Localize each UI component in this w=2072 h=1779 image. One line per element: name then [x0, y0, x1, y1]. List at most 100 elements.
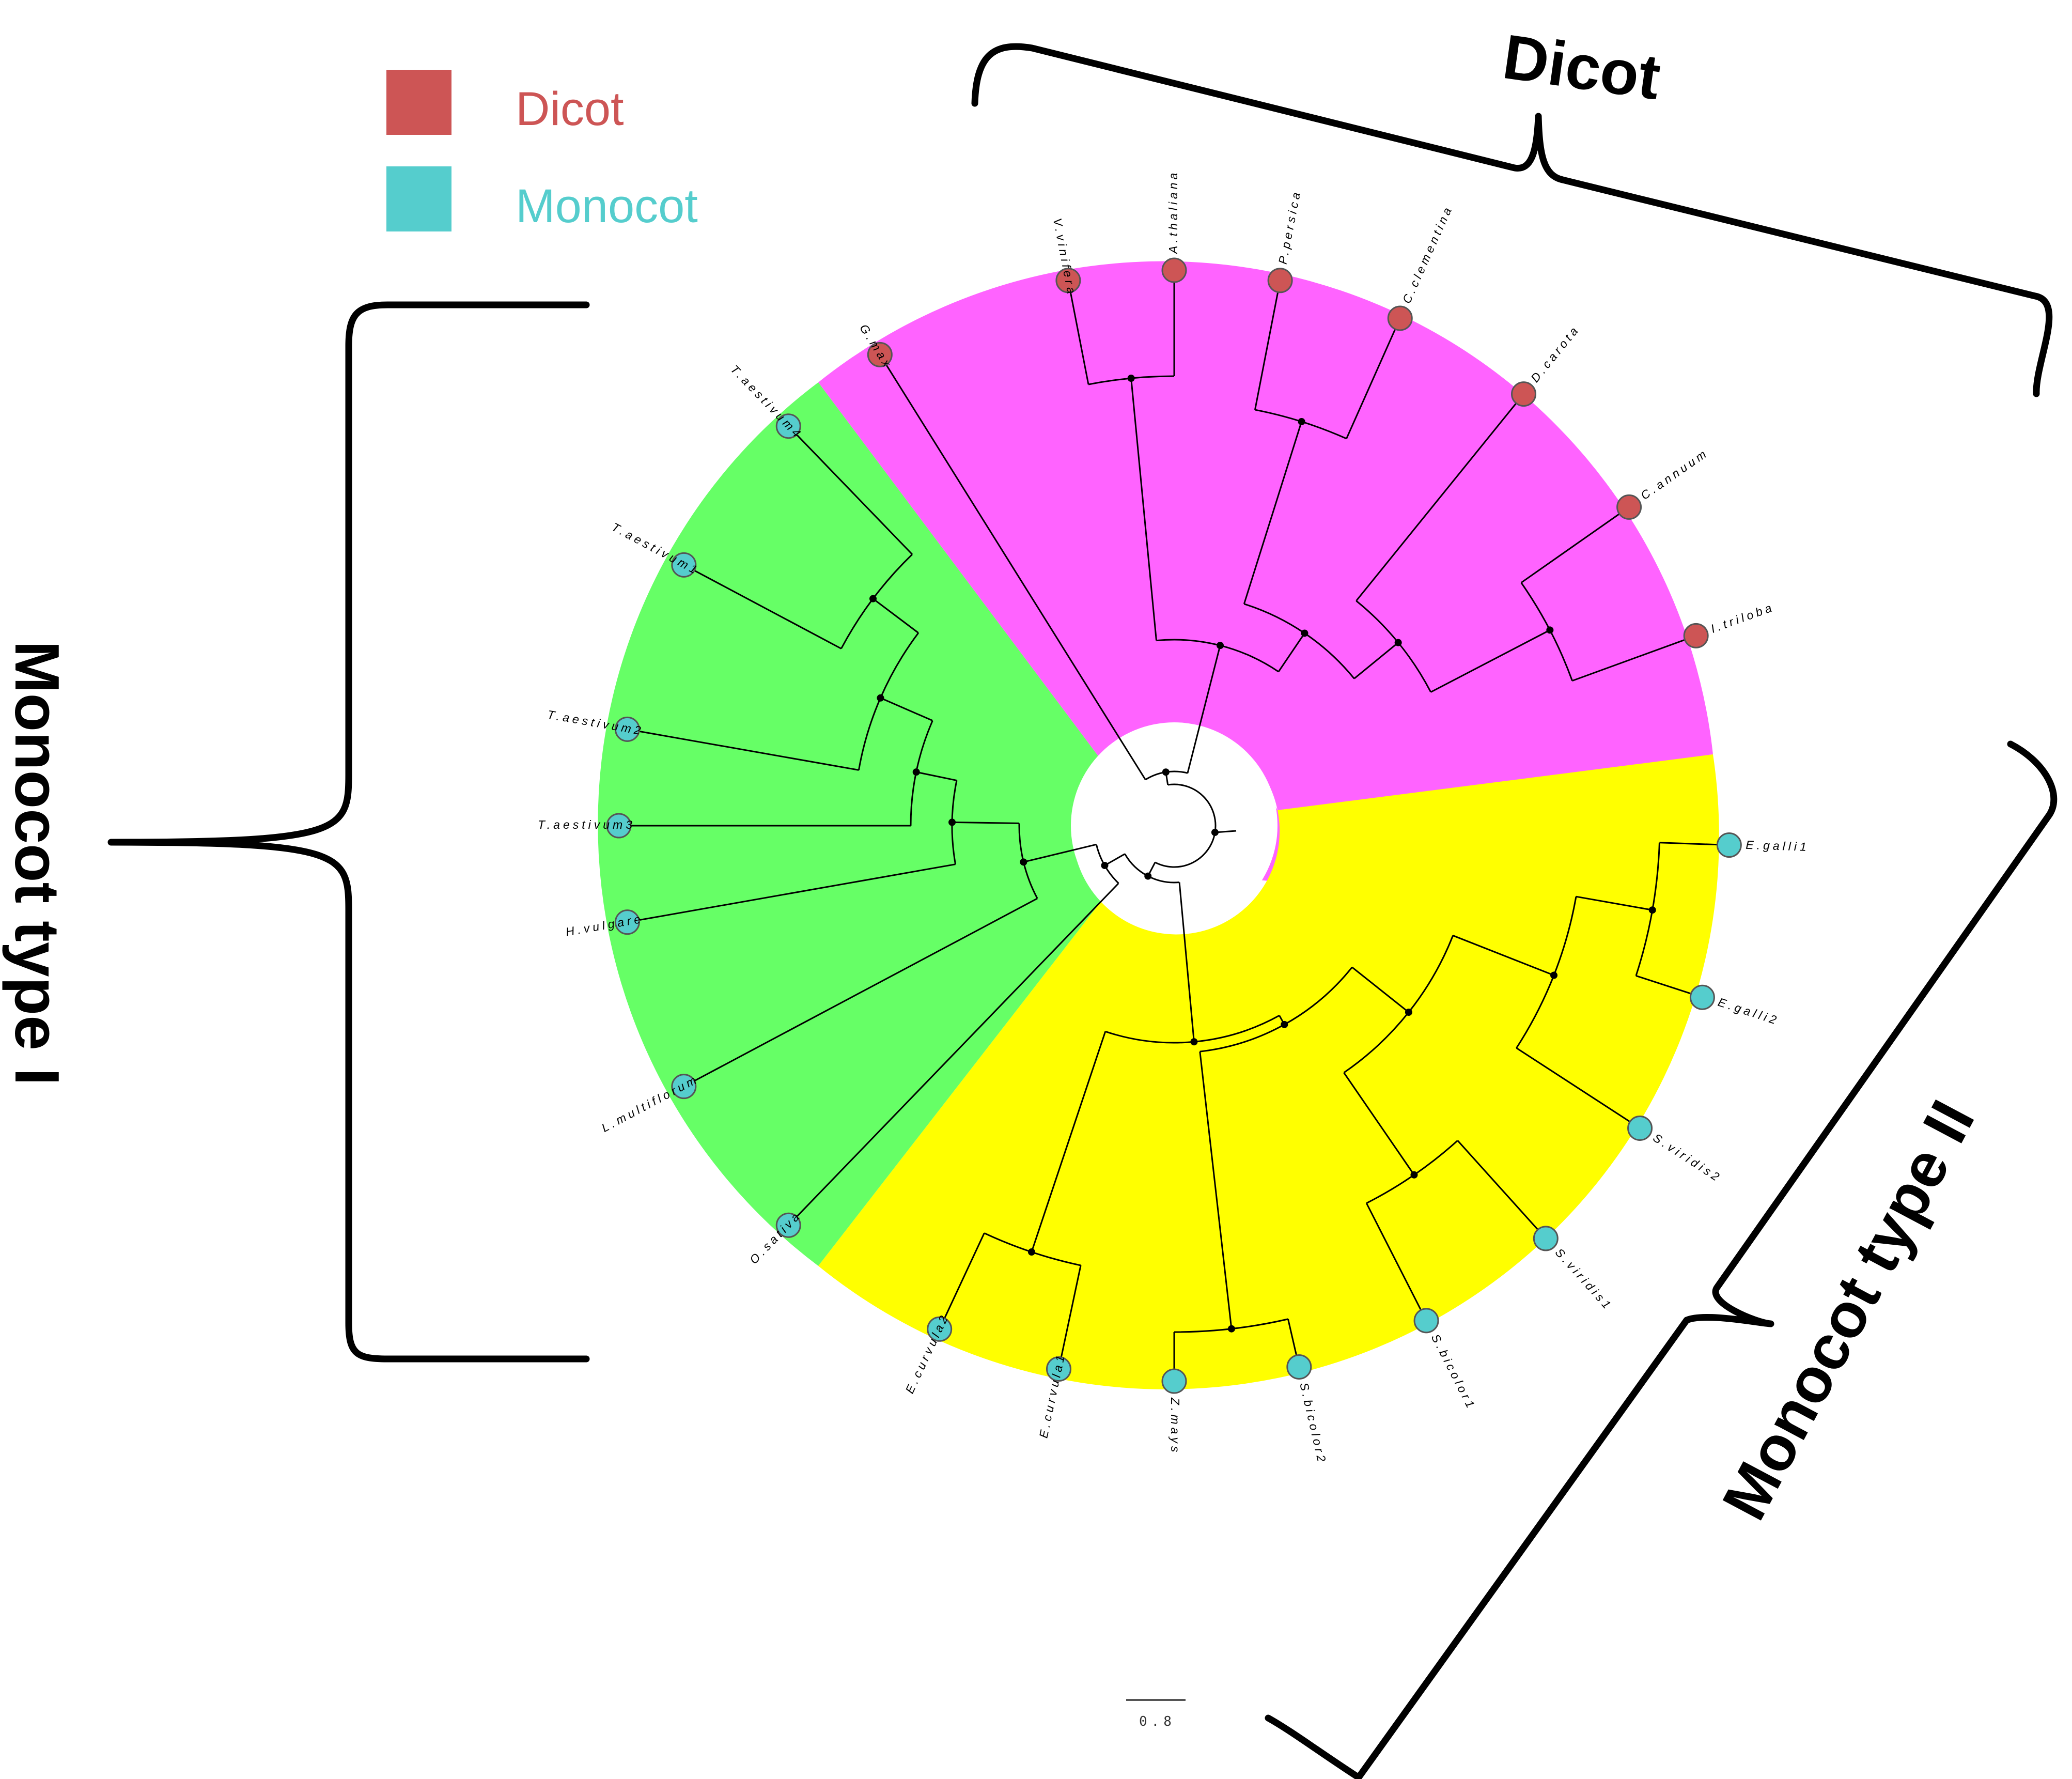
leaf-tip-dicot — [1267, 268, 1293, 293]
tree-branch — [1187, 645, 1221, 774]
leaf-label: E.galli2 — [1716, 995, 1781, 1028]
tree-branch — [1023, 843, 1097, 863]
leaf-tip-monocot — [614, 716, 640, 742]
tree-branch — [1457, 1140, 1547, 1239]
tree-branch — [1430, 629, 1551, 693]
leaf-tip-monocot — [1689, 984, 1715, 1010]
tree-branch — [1453, 935, 1554, 976]
internal-node — [1144, 872, 1152, 880]
scale-bar-label: 0.8 — [1139, 1714, 1176, 1729]
internal-node — [948, 818, 956, 826]
internal-node — [869, 595, 877, 602]
tree-branch — [916, 771, 957, 781]
tree-branch — [880, 697, 933, 722]
leaf-tip-dicot — [1616, 494, 1642, 520]
tree-branch — [1243, 421, 1303, 605]
leaf-label: C.annuum — [1638, 445, 1711, 502]
tree-branch — [1520, 506, 1630, 583]
tree-branch — [1343, 1072, 1415, 1175]
internal-node — [1211, 828, 1219, 836]
leaf-label: T.aestivum3 — [538, 818, 635, 831]
leaf-label: P.persica — [1276, 188, 1304, 265]
tree-leaf-tips — [606, 257, 1742, 1394]
internal-node — [1298, 417, 1305, 425]
monocot-type1-bracket — [107, 301, 590, 1363]
tree-branch — [1254, 280, 1281, 410]
leaf-label: S.bicolor1 — [1429, 1332, 1479, 1413]
tree-branch — [1058, 1265, 1082, 1369]
monocot-type1-group-label: Monocot type I — [2, 641, 72, 1086]
leaf-label: D.carota — [1528, 322, 1582, 384]
tree-branch — [1199, 1051, 1233, 1329]
leaf-tip-dicot — [1511, 381, 1537, 407]
leaf-tip-dicot — [1683, 623, 1709, 648]
internal-node — [1405, 1009, 1412, 1016]
internal-node — [1550, 971, 1558, 979]
dicot-bracket — [971, 43, 2053, 397]
tree-internal-nodes — [869, 375, 1656, 1333]
leaf-label: Z.mays — [1169, 1397, 1182, 1455]
tree-branch — [873, 598, 919, 634]
leaf-tip-dicot — [1055, 268, 1081, 293]
leaf-tip-monocot — [1627, 1115, 1653, 1141]
tree-branch — [879, 354, 1146, 780]
tree-branch — [1365, 1202, 1427, 1321]
internal-node — [1546, 626, 1554, 634]
tree-branch — [1178, 882, 1195, 1042]
tree-center-hole — [1071, 722, 1278, 929]
monocot-type1-clade-sector — [598, 382, 1101, 1266]
leaf-tip-monocot — [1046, 1356, 1071, 1382]
legend-dicot-swatch — [386, 70, 451, 135]
tree-branch — [627, 863, 956, 923]
internal-node — [1216, 642, 1224, 649]
leaf-tip-dicot — [867, 342, 893, 367]
monocot-type2-bracket — [1265, 740, 2058, 1779]
tree-branch — [788, 425, 913, 555]
leaf-tip-monocot — [671, 552, 697, 578]
monocot-type2-clade-sector — [818, 754, 1719, 1389]
leaf-tip-monocot — [775, 1212, 801, 1238]
leaf-label: C.clementina — [1400, 203, 1456, 305]
leaf-label: S.bicolor2 — [1297, 1381, 1329, 1466]
tree-branch — [1130, 378, 1157, 641]
internal-node — [1127, 375, 1135, 382]
internal-node — [877, 694, 884, 702]
tree-branch — [1031, 1031, 1107, 1252]
tree-branch — [683, 564, 842, 649]
leaf-tip-dicot — [1161, 257, 1187, 283]
tree-branch — [788, 883, 1119, 1226]
internal-node — [1394, 639, 1402, 646]
legend-monocot-label: Monocot — [516, 180, 698, 233]
tree-branch — [1353, 642, 1399, 679]
leaf-label: I.triloba — [1709, 600, 1777, 636]
tree-branch — [1576, 895, 1653, 911]
internal-node — [1648, 906, 1656, 914]
tree-branch — [1067, 280, 1089, 385]
tree-branch — [1572, 635, 1696, 682]
leaf-label: E.galli1 — [1746, 838, 1810, 854]
internal-node — [1020, 858, 1027, 866]
dicot-group-label: Dicot — [1499, 21, 1664, 113]
tree-branch — [1346, 318, 1401, 439]
tree-branch — [627, 728, 859, 771]
leaf-label: S.viridis1 — [1552, 1246, 1615, 1313]
internal-node — [1101, 861, 1109, 869]
internal-node — [1190, 1038, 1198, 1046]
internal-node — [1162, 768, 1170, 776]
leaf-tip-monocot — [606, 813, 632, 839]
internal-node — [912, 768, 920, 776]
leaf-tip-monocot — [927, 1316, 953, 1342]
legend-dicot-label: Dicot — [516, 83, 624, 135]
leaf-label: A.thaliana — [1166, 170, 1180, 255]
tree-branch — [1278, 632, 1305, 672]
internal-node — [1281, 1020, 1288, 1028]
tree-branch — [1356, 393, 1524, 601]
leaf-tip-monocot — [775, 413, 801, 439]
tree-branch — [952, 821, 1020, 824]
tree-branch — [683, 898, 1038, 1088]
tree-branch — [1351, 966, 1409, 1013]
internal-node — [1410, 1171, 1418, 1179]
tree-branch — [939, 1232, 985, 1329]
legend-monocot-swatch — [386, 166, 451, 231]
leaf-tip-monocot — [1716, 832, 1742, 858]
